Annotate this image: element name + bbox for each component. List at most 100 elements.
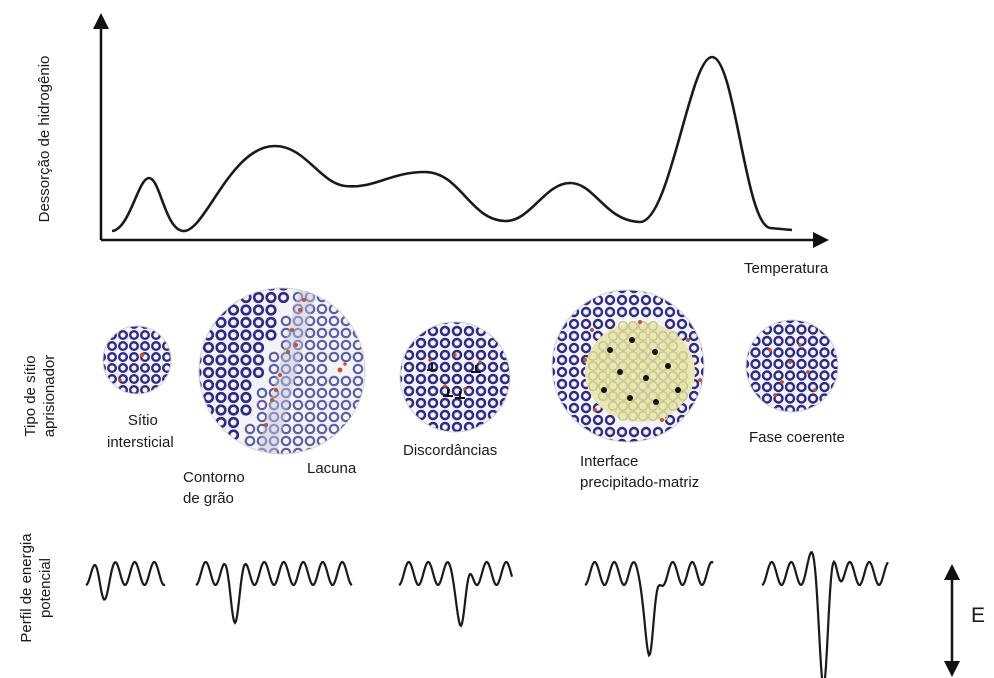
lattice-atom xyxy=(604,414,616,426)
lattice-atom xyxy=(340,447,352,454)
precipitate-atom xyxy=(647,390,659,402)
lattice-atom xyxy=(352,375,364,387)
lattice-atom xyxy=(202,441,215,454)
lattice-atom xyxy=(746,320,750,324)
lattice-atom xyxy=(830,320,838,324)
trap-site-dislocations xyxy=(399,321,511,433)
precipitate-atom xyxy=(647,360,659,372)
lattice-atom xyxy=(487,385,499,397)
precipitate-atom xyxy=(607,340,619,352)
lattice-atom xyxy=(475,397,487,409)
lattice-atom xyxy=(580,438,592,442)
interface-hydrogen xyxy=(698,378,702,382)
row-label-trap-type-line2: aprisionador xyxy=(41,354,58,438)
lattice-atom xyxy=(227,329,240,341)
lattice-atom xyxy=(340,435,352,447)
lattice-atom xyxy=(616,438,628,442)
lattice-atom xyxy=(364,363,365,375)
precipitate-atom xyxy=(677,390,689,402)
lattice-atom xyxy=(199,329,202,341)
lattice-atom xyxy=(688,414,700,426)
lattice-atom xyxy=(215,441,227,454)
lattice-atom xyxy=(352,351,364,363)
lattice-atom xyxy=(761,335,773,347)
lattice-atom xyxy=(304,399,316,411)
lattice-atom xyxy=(328,339,340,351)
lattice-atom xyxy=(746,381,750,393)
lattice-atom xyxy=(199,416,202,429)
lattice-atom xyxy=(352,303,364,315)
precipitate-atom xyxy=(637,330,649,342)
lattice-atom xyxy=(304,327,316,339)
label-interface: Interface precipitado-matriz xyxy=(580,451,699,493)
lattice-atom xyxy=(352,447,364,454)
lattice-atom xyxy=(568,330,580,342)
lattice-atom xyxy=(199,441,202,454)
lattice-atom xyxy=(252,366,265,379)
boundary-hydrogen xyxy=(290,328,294,332)
lattice-atom xyxy=(240,316,252,329)
precipitate-atom xyxy=(637,350,649,362)
lattice-atom xyxy=(750,324,761,335)
precipitate-solute xyxy=(627,395,633,401)
x-axis-label: Temperatura xyxy=(744,260,829,277)
lattice-atom xyxy=(580,342,592,354)
lattice-atom xyxy=(128,374,139,385)
lattice-atom xyxy=(796,358,807,370)
energy-arrow-label: E xyxy=(971,604,986,627)
interstitial-atom xyxy=(139,352,145,358)
lattice-atom xyxy=(819,404,830,412)
lattice-atom xyxy=(628,290,640,294)
lattice-atom xyxy=(403,361,415,373)
precipitate-atom xyxy=(657,330,669,342)
lattice-atom xyxy=(256,387,268,399)
lattice-atom xyxy=(604,294,616,306)
lattice-atom xyxy=(556,342,568,354)
lattice-atom xyxy=(128,341,139,352)
lattice-atom xyxy=(199,304,202,316)
lattice-atom xyxy=(240,391,252,404)
dislocation-symbol xyxy=(471,365,481,373)
lattice-atom xyxy=(227,366,240,379)
lattice-atom xyxy=(676,290,688,294)
precipitate-atom xyxy=(677,380,689,392)
lattice-atom xyxy=(463,409,475,421)
vacancy-hydrogen xyxy=(343,362,347,366)
lattice-atom xyxy=(487,337,499,349)
lattice-atom xyxy=(292,399,304,411)
lattice-atom xyxy=(316,411,328,423)
lattice-atom xyxy=(439,349,451,361)
lattice-atom xyxy=(761,347,773,358)
lattice-atom xyxy=(352,435,364,447)
lattice-atom xyxy=(161,330,171,341)
lattice-atom xyxy=(202,291,215,304)
lattice-atom xyxy=(292,387,304,399)
precipitate-atom xyxy=(667,400,679,412)
lattice-atom xyxy=(106,385,117,394)
lattice-atom xyxy=(761,320,773,324)
lattice-atom xyxy=(304,423,316,435)
label-interface-line2: precipitado-matriz xyxy=(580,474,700,491)
lattice-atom xyxy=(103,341,106,352)
lattice-atom xyxy=(202,354,215,366)
lattice-atom xyxy=(252,329,265,341)
lattice-atom xyxy=(199,366,202,379)
lattice-atom xyxy=(773,347,784,358)
lattice-atom xyxy=(807,347,819,358)
lattice-atom xyxy=(292,411,304,423)
precipitate-atom xyxy=(647,410,659,422)
lattice-atom xyxy=(451,421,463,432)
lattice-atom xyxy=(616,290,628,294)
lattice-atom xyxy=(364,447,365,454)
lattice-atom xyxy=(400,322,403,325)
precipitate-atom xyxy=(667,370,679,382)
precipitate-atom xyxy=(587,350,599,362)
energy-profile-1 xyxy=(85,560,166,601)
vacancy-hydrogen xyxy=(337,367,343,373)
precipitate-atom xyxy=(627,380,639,392)
lattice-atom xyxy=(640,426,652,438)
lattice-atom xyxy=(352,411,364,423)
lattice-atom xyxy=(750,370,761,381)
lattice-atom xyxy=(784,370,796,381)
lattice-atom xyxy=(316,315,328,327)
